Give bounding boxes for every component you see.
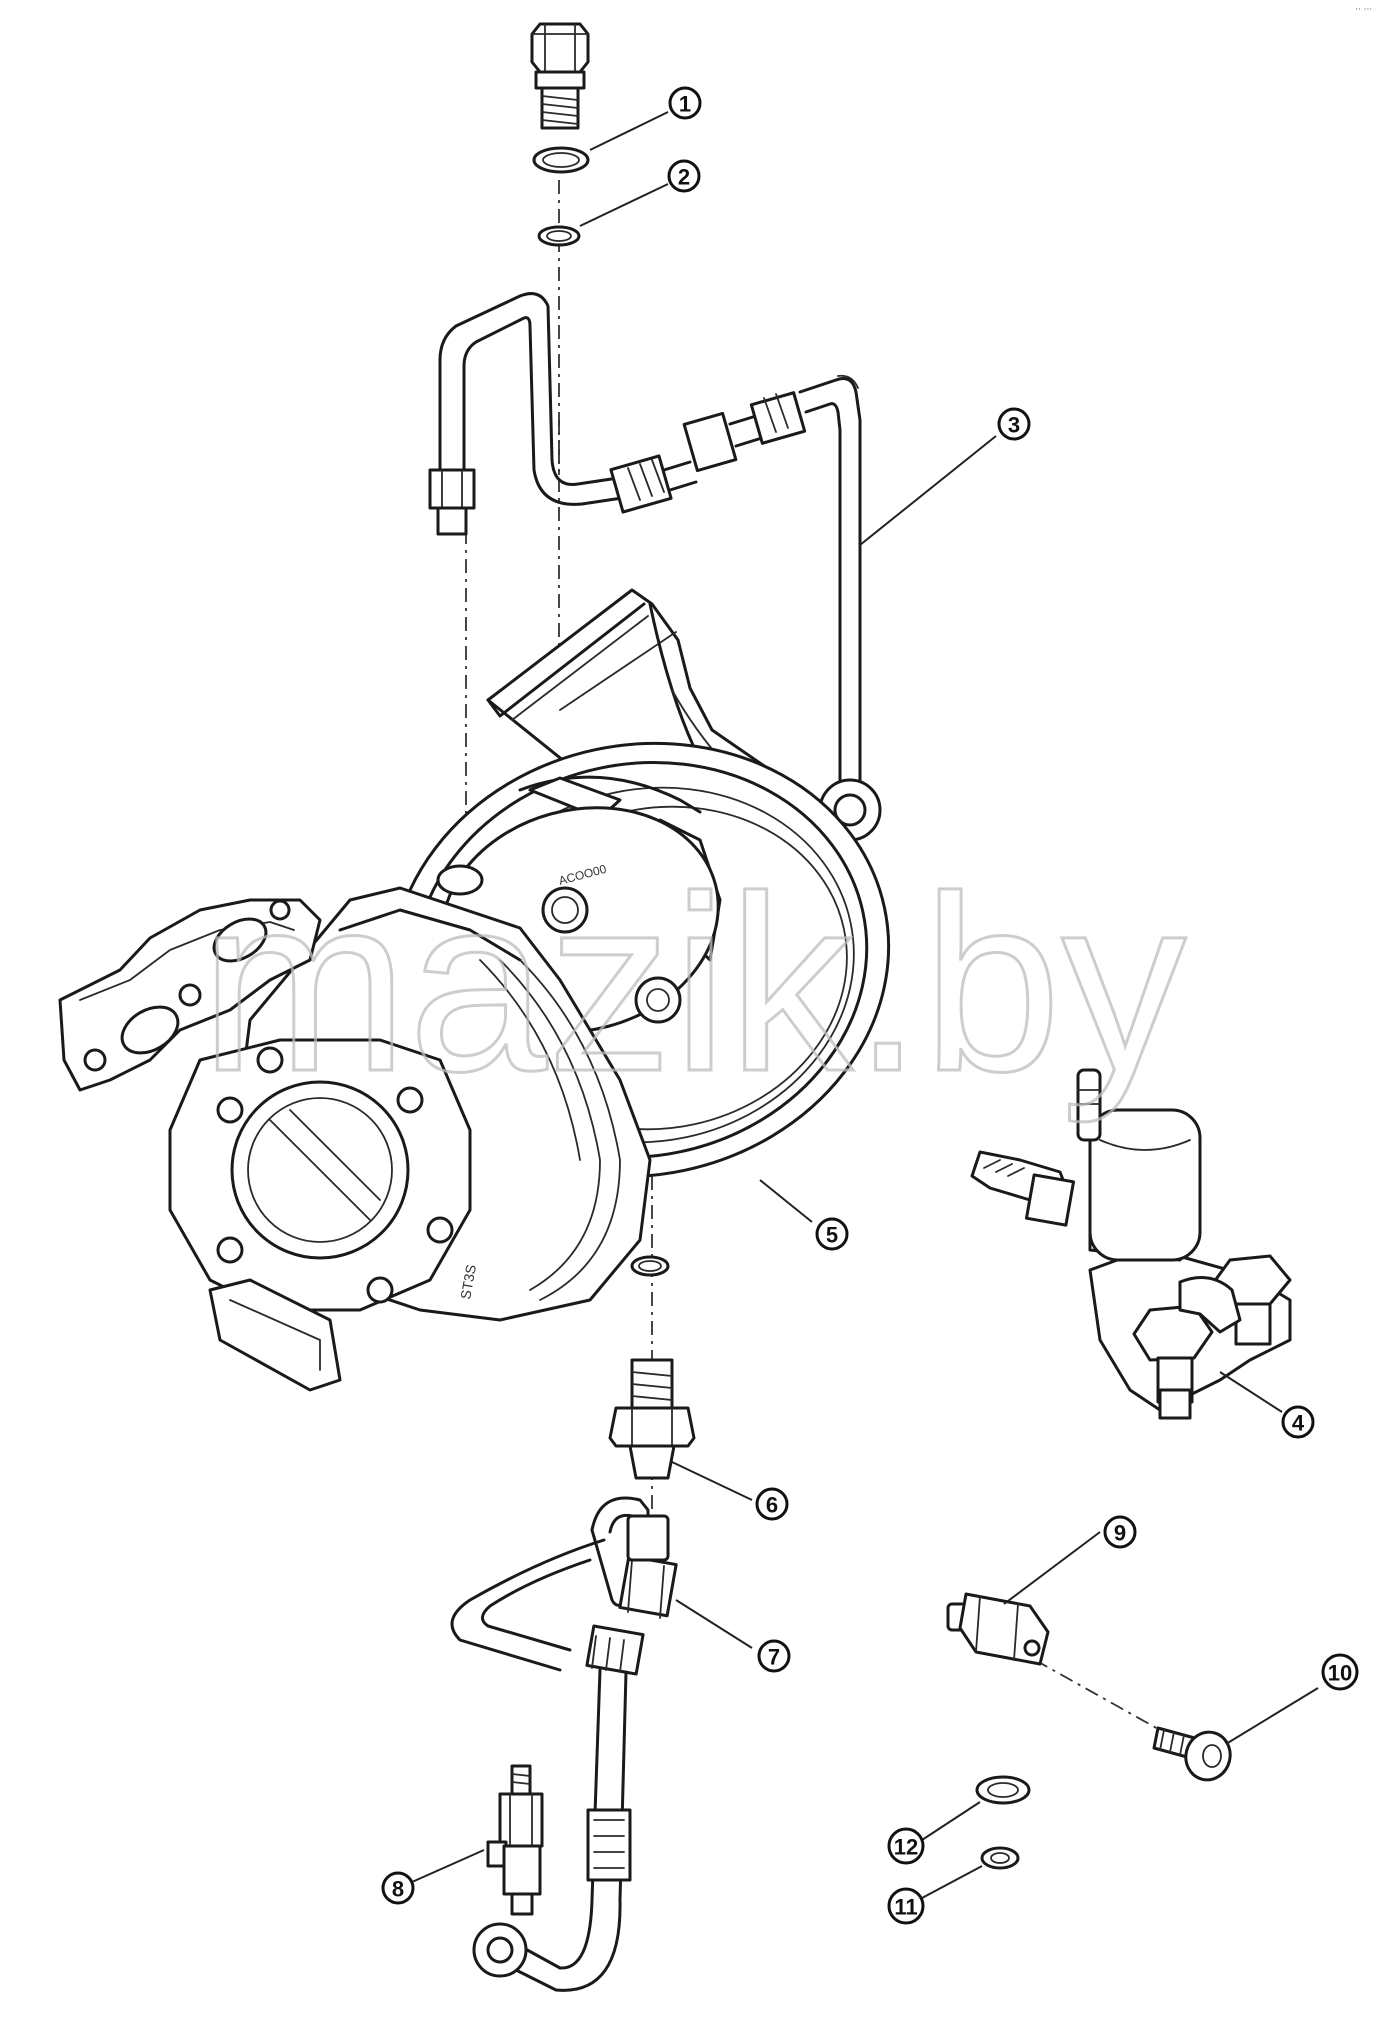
callout-1: 1	[668, 86, 702, 120]
part-1-adapter-fitting	[530, 22, 590, 130]
part-10-cap-screw	[1152, 1726, 1232, 1782]
callout-ring	[887, 1887, 925, 1925]
callout-7: 7	[757, 1639, 791, 1673]
part-7-oil-drain-pipe	[450, 1496, 678, 1992]
leader-lines	[411, 111, 1319, 1899]
callout-2: 2	[667, 159, 701, 193]
part-9-spacer-nut	[946, 1592, 1050, 1666]
callout-ring	[1281, 1405, 1315, 1439]
callout-label: 8	[392, 1877, 404, 1902]
callout-label: 1	[679, 92, 691, 117]
callout-4: 4	[1281, 1405, 1315, 1439]
callout-label: 9	[1114, 1521, 1126, 1546]
callout-11: 11	[887, 1887, 925, 1925]
part-5-turbocharger: ACOO00 ST3S	[58, 588, 891, 1392]
callout-ring	[668, 86, 702, 120]
callout-ring	[887, 1827, 925, 1865]
callout-10: 10	[1321, 1653, 1359, 1691]
callout-8: 8	[381, 1871, 415, 1905]
part-4-solenoid-valve	[970, 1068, 1292, 1420]
callout-label: 10	[1328, 1661, 1352, 1686]
part-5-gasket-ring	[630, 1255, 670, 1277]
watermark: mazik.by	[200, 844, 1186, 1123]
callout-label: 11	[894, 1895, 917, 1920]
callout-3: 3	[997, 407, 1031, 441]
callout-5: 5	[815, 1217, 849, 1251]
callout-ring	[815, 1217, 849, 1251]
callout-12: 12	[887, 1827, 925, 1865]
callout-6: 6	[755, 1487, 789, 1521]
callout-label: 4	[1292, 1411, 1305, 1436]
part-6-drain-adapter	[608, 1358, 696, 1480]
part-8-drain-valve	[486, 1764, 544, 1916]
callout-label: 12	[894, 1835, 918, 1860]
callout-label: 6	[766, 1493, 778, 1518]
callout-9: 9	[1103, 1515, 1137, 1549]
part-2-seal-washers	[532, 146, 590, 247]
callout-ring	[667, 159, 701, 193]
svg-text:ST3S: ST3S	[457, 1263, 479, 1300]
part-11-washer	[980, 1846, 1020, 1870]
corner-mark: ·· ···	[1355, 5, 1372, 15]
callout-ring	[1103, 1515, 1137, 1549]
callout-label: 3	[1008, 413, 1020, 438]
callout-ring	[381, 1871, 415, 1905]
callout-label: 5	[826, 1223, 838, 1248]
callout-ring	[1321, 1653, 1359, 1691]
part-12-washer	[975, 1775, 1031, 1805]
callout-ring	[997, 407, 1031, 441]
callout-label: 2	[678, 165, 690, 190]
callout-label: 7	[768, 1645, 780, 1670]
callout-ring	[755, 1487, 789, 1521]
callout-ring	[757, 1639, 791, 1673]
